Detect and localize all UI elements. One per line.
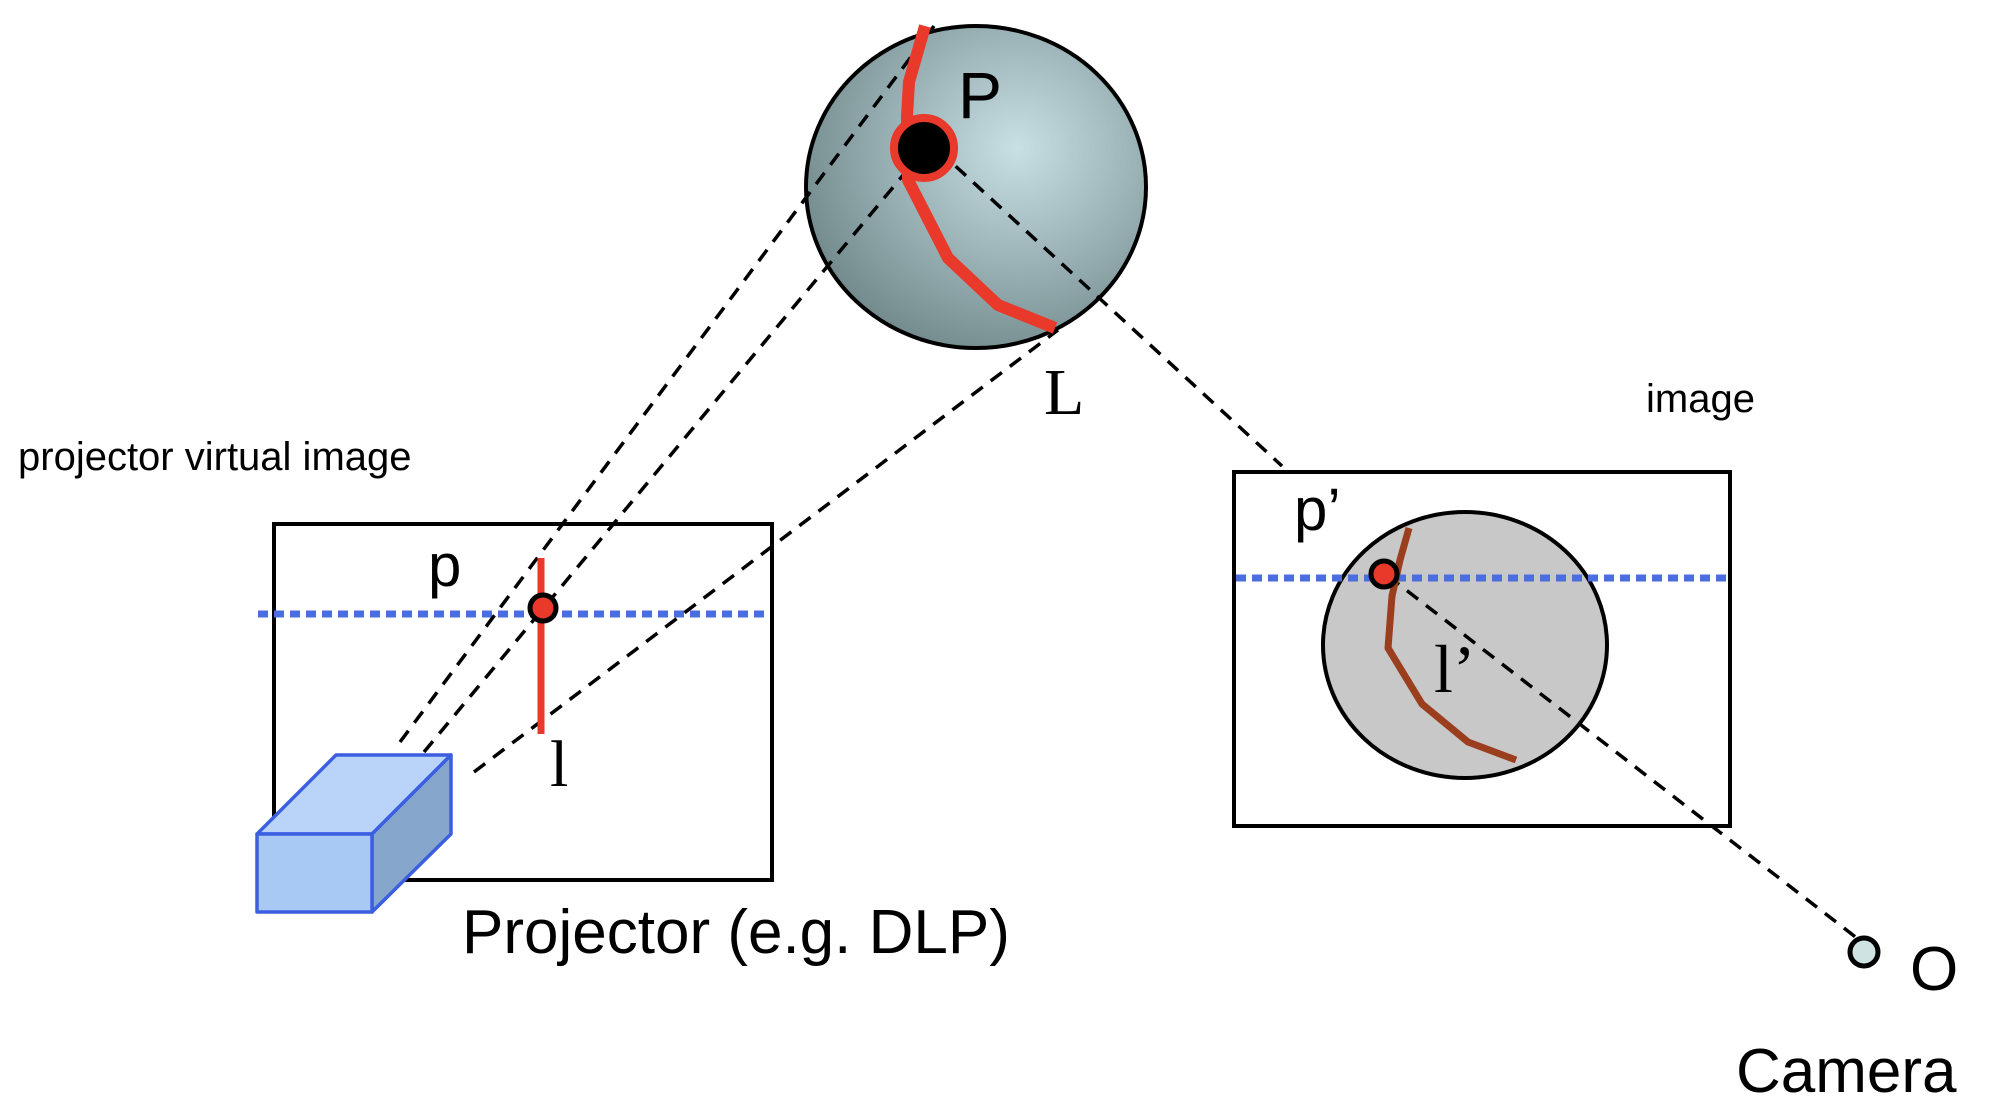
label-camera-image: image (1646, 377, 1755, 421)
label-l: l (550, 728, 568, 801)
label-projector-virtual-image: projector virtual image (18, 435, 412, 479)
projector-box-front (255, 832, 374, 914)
projection-rays (398, 24, 1864, 944)
label-camera-center-O: O (1910, 935, 1958, 1004)
label-p: p (428, 532, 461, 599)
ray-camera-through-P (936, 148, 1284, 468)
camera-stripe-curve (1384, 527, 1518, 764)
projector-point-p (527, 592, 559, 624)
label-l-prime: l’ (1434, 631, 1476, 707)
ray-camera-through-p-prime (1386, 574, 1864, 944)
projected-stripe-on-sphere (901, 24, 1058, 334)
projector-virtual-image-frame (272, 522, 774, 882)
ray-projector-through-p (422, 148, 926, 754)
label-projector: Projector (e.g. DLP) (462, 898, 1010, 967)
ray-projector-top (398, 24, 936, 744)
projector-box-icon (255, 753, 453, 914)
ray-projector-bottom (472, 328, 1060, 774)
world-point-P (890, 114, 958, 182)
label-p-prime: p’ (1294, 476, 1341, 543)
image-point-p-prime (1368, 558, 1400, 590)
camera-center-icon (1847, 935, 1881, 969)
label-P: P (958, 58, 1002, 132)
label-L: L (1044, 356, 1084, 429)
label-camera: Camera (1736, 1037, 1957, 1106)
camera-image-frame (1232, 470, 1732, 828)
